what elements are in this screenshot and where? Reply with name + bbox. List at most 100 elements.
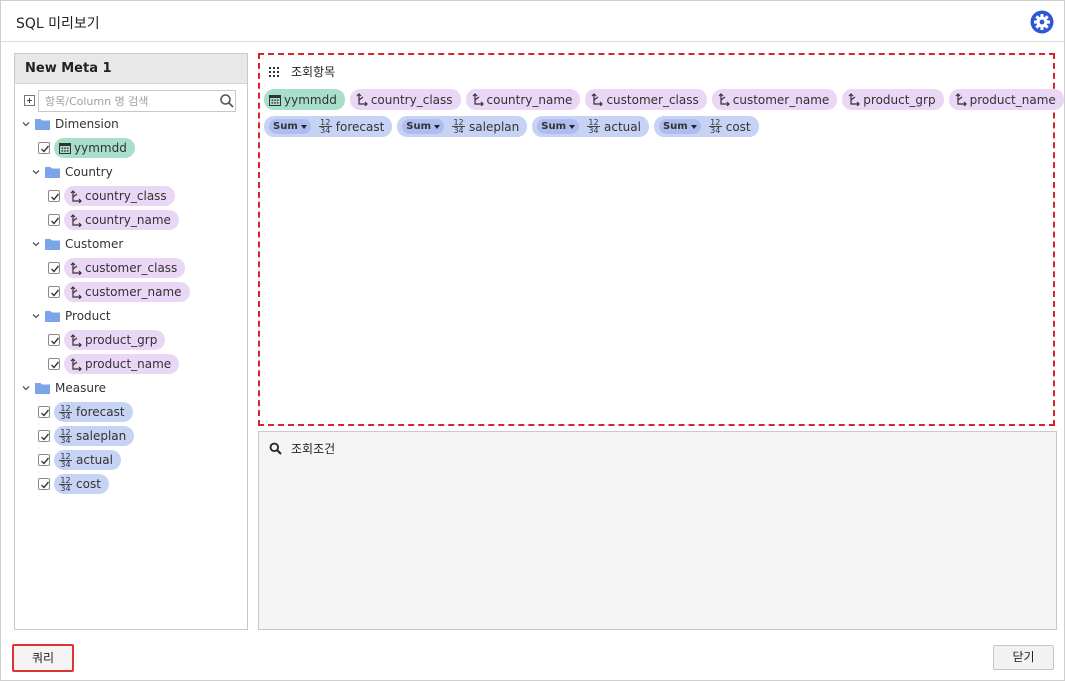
tree-search-input[interactable]: [38, 90, 236, 112]
checkbox[interactable]: [48, 334, 60, 346]
dimension-icon: [356, 93, 368, 106]
tree-item-customer-class[interactable]: customer_class: [48, 258, 186, 278]
search-icon[interactable]: [219, 93, 235, 109]
selected-chip-country-class[interactable]: country_class: [349, 89, 461, 110]
tree-item-country-class[interactable]: country_class: [48, 186, 175, 206]
condition-drop-area[interactable]: 조회조건: [258, 431, 1057, 630]
field-pill[interactable]: product_name: [64, 354, 180, 374]
close-button[interactable]: 닫기: [993, 645, 1054, 670]
selection-area-header: 조회항목: [268, 63, 335, 80]
meta-tree-panel: New Meta 1 Dimension yymmdd: [14, 53, 248, 630]
aggregate-dropdown[interactable]: Sum: [658, 119, 701, 134]
tree-node-customer[interactable]: Customer: [31, 234, 123, 254]
chevron-down-icon[interactable]: [21, 383, 31, 393]
aggregate-dropdown[interactable]: Sum: [402, 119, 445, 134]
chip-label: country_class: [370, 92, 453, 107]
selected-chip-country-name[interactable]: country_name: [465, 89, 581, 110]
chip-label: product_grp: [863, 92, 936, 107]
field-pill[interactable]: yymmdd: [54, 138, 135, 158]
chevron-down-icon[interactable]: [31, 311, 41, 321]
field-label: country_name: [85, 213, 171, 227]
checkbox[interactable]: [48, 190, 60, 202]
folder-icon: [45, 311, 60, 322]
chevron-down-icon[interactable]: [31, 239, 41, 249]
checkbox[interactable]: [38, 478, 50, 490]
tree-header: New Meta 1: [15, 54, 247, 84]
selected-chip-product-grp[interactable]: product_grp: [842, 89, 944, 110]
tree-label-product: Product: [65, 309, 111, 323]
checkbox[interactable]: [48, 214, 60, 226]
tree-item-product-grp[interactable]: product_grp: [48, 330, 166, 350]
selected-chip-product-name[interactable]: product_name: [948, 89, 1064, 110]
query-button[interactable]: 쿼리: [12, 644, 74, 672]
tree-item-customer-name[interactable]: customer_name: [48, 282, 190, 302]
dimension-icon: [472, 93, 484, 106]
tree-item-country-name[interactable]: country_name: [48, 210, 179, 230]
condition-area-header: 조회조건: [269, 440, 335, 457]
chip-label: customer_name: [732, 92, 830, 107]
checkbox[interactable]: [38, 406, 50, 418]
field-label: actual: [76, 453, 113, 467]
folder-icon: [35, 119, 50, 130]
tree-item-product-name[interactable]: product_name: [48, 354, 180, 374]
field-pill[interactable]: country_class: [64, 186, 175, 206]
chevron-down-icon[interactable]: [21, 119, 31, 129]
dimension-icon: [70, 261, 82, 275]
field-pill[interactable]: customer_class: [64, 258, 186, 278]
checkbox[interactable]: [48, 286, 60, 298]
aggregate-dropdown[interactable]: Sum: [537, 119, 580, 134]
aggregate-dropdown[interactable]: Sum: [269, 119, 311, 134]
dimension-icon: [70, 213, 82, 227]
tree-node-measure[interactable]: Measure: [21, 378, 106, 398]
search-icon: [269, 442, 282, 455]
gear-icon[interactable]: [1030, 10, 1054, 34]
selection-drop-area[interactable]: 조회항목 yymmdd country_class country_name: [258, 53, 1064, 426]
checkbox[interactable]: [48, 262, 60, 274]
field-label: country_class: [85, 189, 167, 203]
tree-label-measure: Measure: [55, 381, 106, 395]
tree-node-dimension[interactable]: Dimension: [21, 114, 119, 134]
tree-label-customer: Customer: [65, 237, 124, 251]
checkbox[interactable]: [38, 142, 50, 154]
field-label: forecast: [76, 405, 125, 419]
checkbox[interactable]: [38, 430, 50, 442]
field-pill[interactable]: customer_name: [64, 282, 190, 302]
selected-chip-customer-name[interactable]: customer_name: [711, 89, 838, 110]
chip-label: yymmdd: [284, 92, 337, 107]
selected-chip-customer-class[interactable]: customer_class: [585, 89, 707, 110]
tree-search-row: [23, 90, 239, 112]
expand-all-icon[interactable]: [24, 95, 35, 106]
tree-item-yymmdd[interactable]: yymmdd: [38, 138, 135, 158]
dimension-icon: [848, 93, 861, 106]
chevron-down-icon[interactable]: [31, 167, 41, 177]
field-pill[interactable]: product_grp: [64, 330, 166, 350]
tree-node-product[interactable]: Product: [31, 306, 111, 326]
chip-label: saleplan: [469, 119, 520, 134]
selected-chip-yymmdd[interactable]: yymmdd: [264, 89, 345, 110]
checkbox[interactable]: [38, 454, 50, 466]
dimension-icon: [70, 285, 82, 299]
checkbox[interactable]: [48, 358, 60, 370]
dialog-titlebar: SQL 미리보기: [1, 1, 1064, 42]
chip-label: forecast: [335, 119, 385, 134]
tree-node-country[interactable]: Country: [31, 162, 113, 182]
field-pill[interactable]: country_name: [64, 210, 179, 230]
